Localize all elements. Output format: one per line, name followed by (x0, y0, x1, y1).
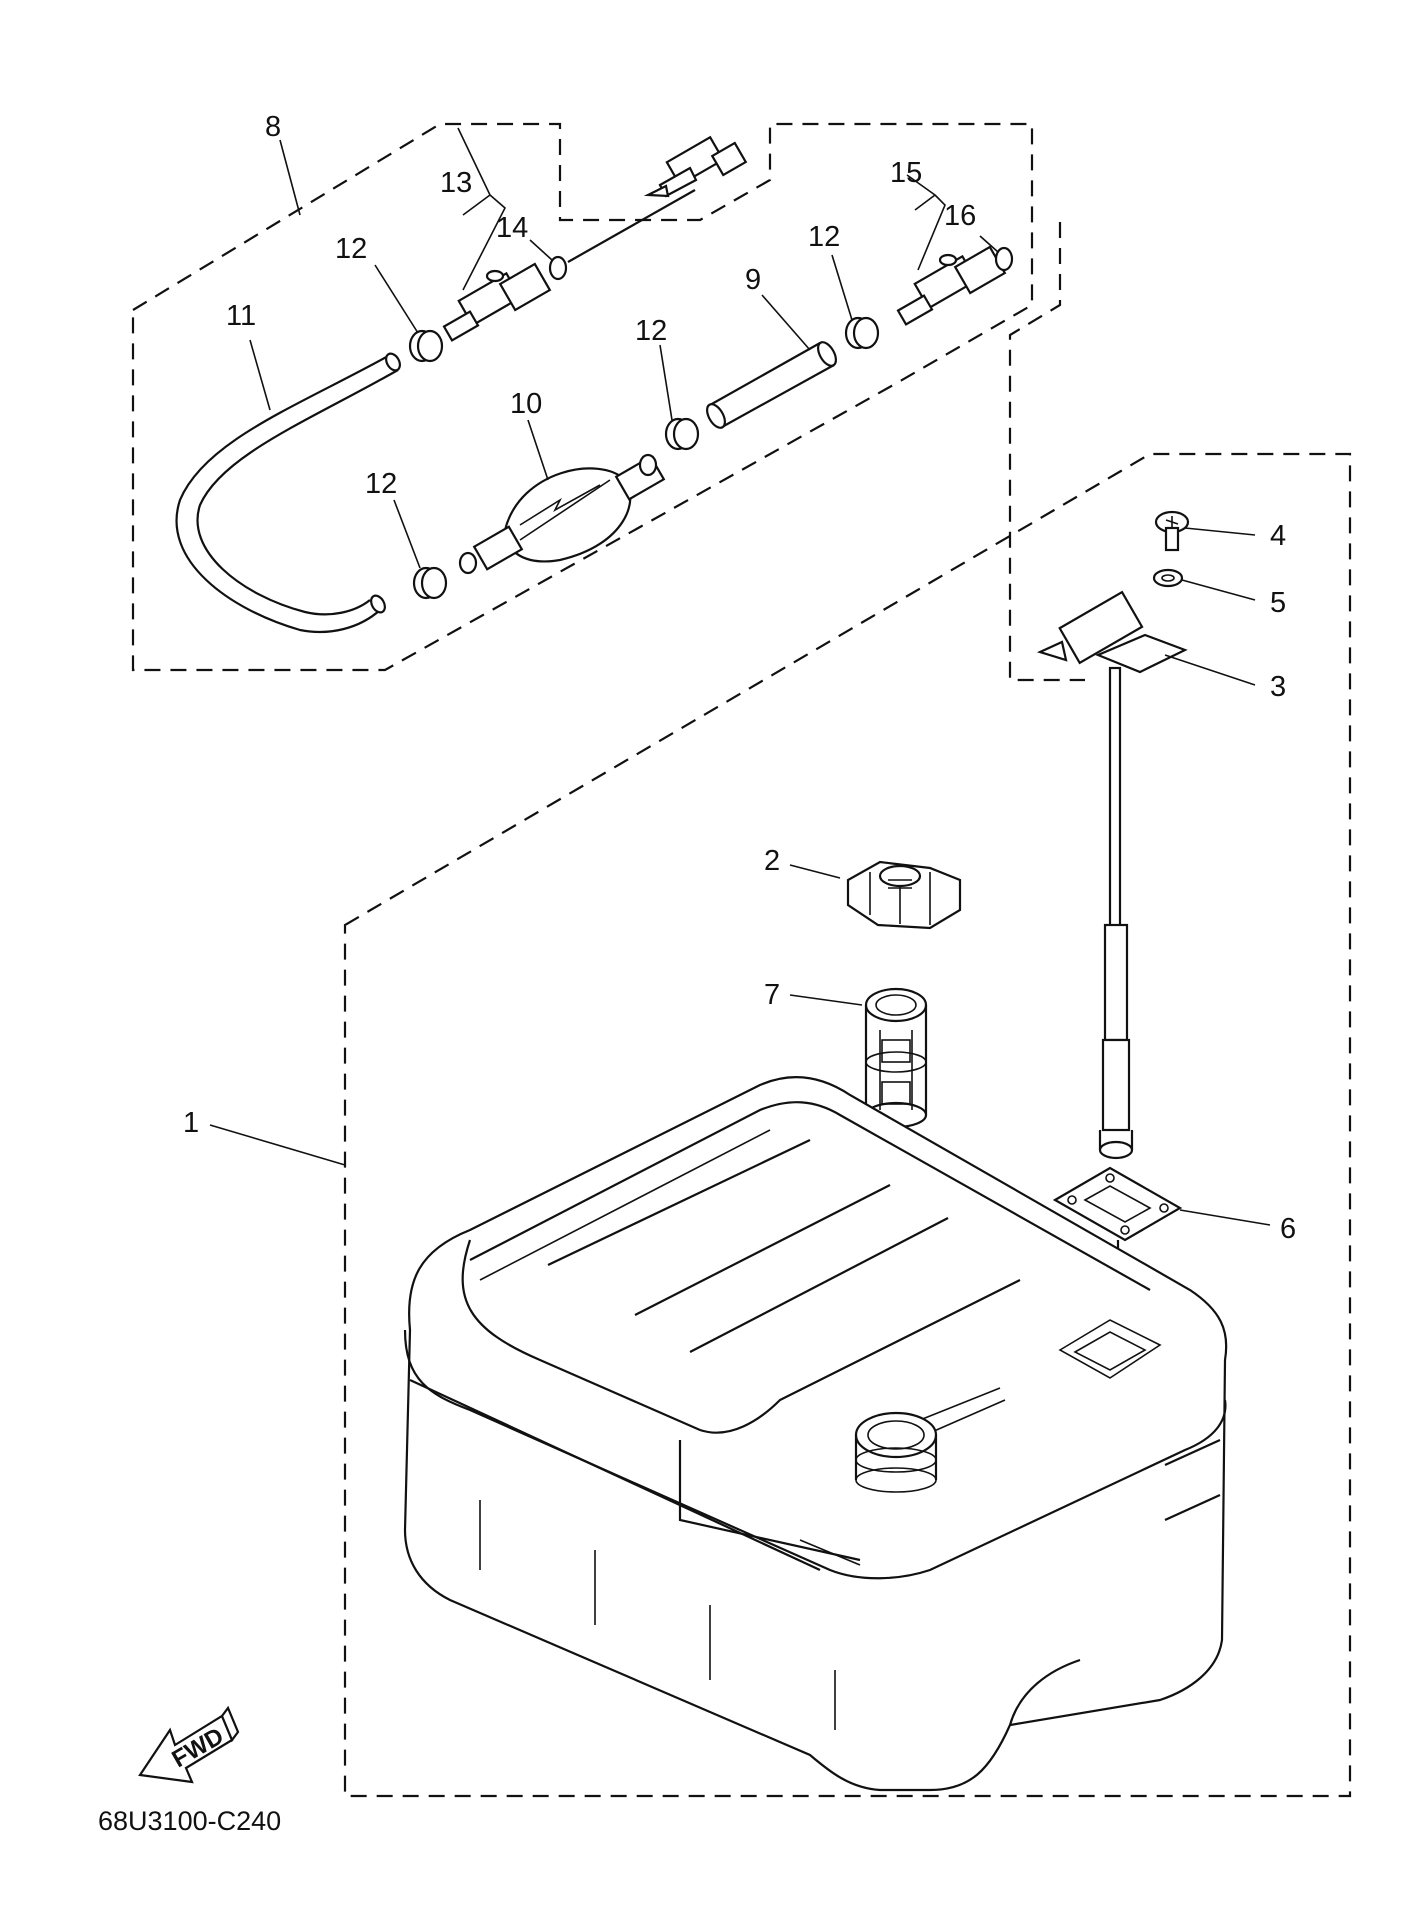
primer-bulb-10 (458, 453, 666, 575)
fuel-cap-2 (846, 860, 962, 930)
o-ring-14 (548, 255, 568, 281)
callout-12a: 12 (335, 233, 367, 265)
callout-6: 6 (1280, 1213, 1296, 1245)
callout-14: 14 (496, 212, 528, 244)
tank-connector-plug (567, 135, 748, 263)
fwd-arrow-icon: FWD (138, 1705, 240, 1784)
callout-2: 2 (764, 845, 780, 877)
hose-kit-group-outline (131, 122, 1085, 682)
fuel-tank-1 (403, 1076, 1228, 1792)
callout-3: 3 (1270, 671, 1286, 703)
hose-clamp-12c (844, 316, 880, 350)
callout-15: 15 (890, 157, 922, 189)
fuel-hose-9 (706, 341, 837, 429)
callout-7: 7 (764, 979, 780, 1011)
callout-4: 4 (1270, 520, 1286, 552)
callout-11: 11 (226, 300, 256, 332)
callout-9: 9 (745, 264, 761, 296)
callout-labels: 1 2 3 4 5 6 7 8 9 10 11 12 12 12 12 13 1… (183, 111, 1296, 1245)
callout-1: 1 (183, 1107, 199, 1139)
callout-5: 5 (1270, 587, 1286, 619)
fuel-hose-11 (175, 352, 401, 634)
callout-10: 10 (510, 388, 542, 420)
hose-clamp-12b (664, 417, 700, 451)
fuel-connector-15 (896, 245, 1007, 326)
washer-5 (1152, 568, 1184, 588)
fuel-gauge-pickup-3 (1036, 590, 1188, 1160)
callout-12c: 12 (808, 221, 840, 253)
tank-group-outline (343, 452, 1352, 1798)
o-ring-16 (994, 246, 1014, 272)
fuel-connector-13 (442, 262, 552, 342)
callout-12d: 12 (365, 468, 397, 500)
hose-clamp-12d (412, 566, 448, 600)
callout-8: 8 (265, 111, 281, 143)
hose-clamp-12a (408, 329, 444, 363)
leader-lines (209, 127, 1271, 1226)
callout-13: 13 (440, 167, 472, 199)
screw-4 (1154, 510, 1190, 552)
callout-12b: 12 (635, 315, 667, 347)
callout-16: 16 (944, 200, 976, 232)
drawing-code: 68U3100-C240 (98, 1806, 281, 1836)
